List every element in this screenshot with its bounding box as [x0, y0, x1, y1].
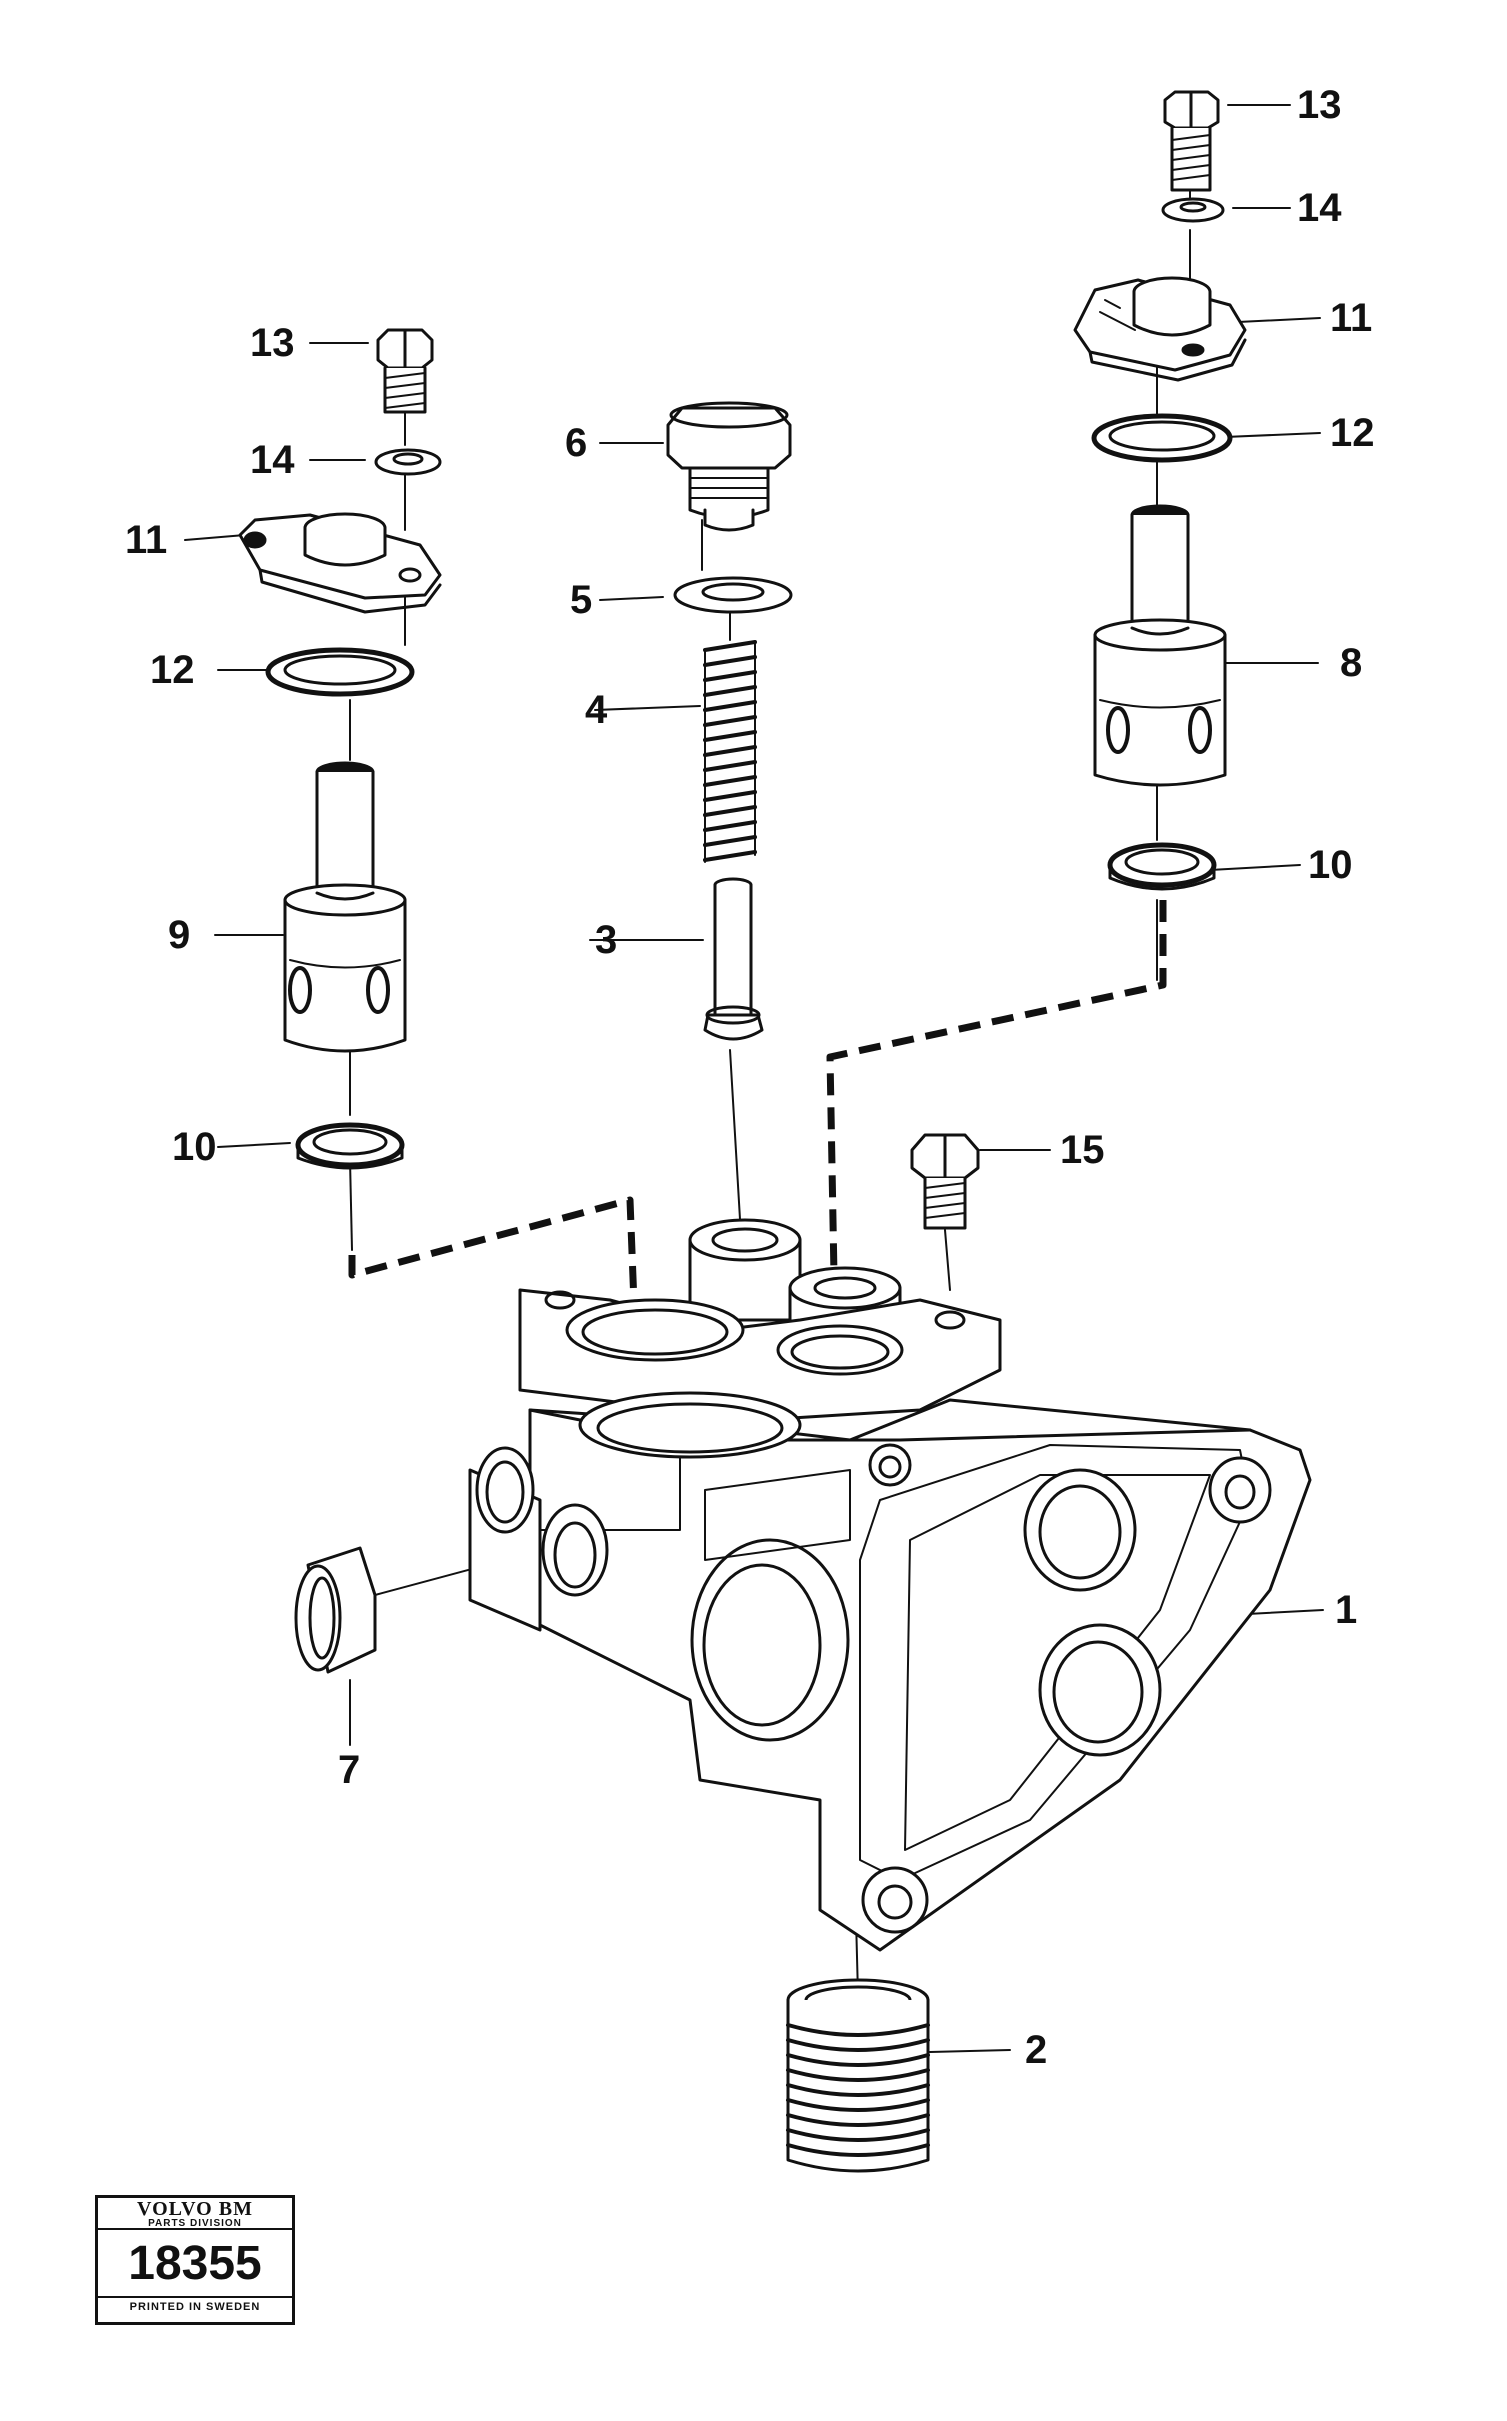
callout-15: 15 [1060, 1128, 1105, 1172]
callout-13-right: 13 [1297, 83, 1342, 127]
part-6-plug [666, 401, 792, 532]
callout-7: 7 [338, 1748, 361, 1792]
callout-11-right: 11 [1330, 296, 1373, 340]
callout-12-right: 12 [1330, 411, 1375, 455]
callout-4: 4 [585, 688, 608, 732]
part-10-ring-left [295, 1122, 405, 1170]
callout-3: 3 [595, 918, 618, 962]
callout-2: 2 [1025, 2028, 1048, 2072]
part-5-washer [673, 576, 793, 614]
dashed-axis-lines [348, 900, 1167, 1331]
callout-14-right: 14 [1297, 186, 1342, 230]
stamp-division: PARTS DIVISION [148, 2218, 242, 2229]
callout-11-left: 11 [125, 518, 168, 562]
callout-12-left: 12 [150, 648, 195, 692]
callout-10-right: 10 [1308, 843, 1353, 887]
part-15-bolt [910, 1133, 980, 1230]
part-7-plug [294, 1546, 377, 1674]
stamp-brand: VOLVO BM [98, 2198, 292, 2230]
part-9-plunger-left [283, 761, 407, 1053]
part-12-seal-left [265, 647, 415, 697]
part-14-washer-left [374, 448, 442, 476]
callout-9: 9 [168, 913, 191, 957]
part-13-bolt-right [1163, 90, 1220, 192]
part-3-pin [703, 877, 764, 1041]
part-11-cover-right [1073, 276, 1247, 382]
callout-13-left: 13 [250, 321, 295, 365]
part-8-plunger-right [1093, 504, 1227, 787]
stamp-drawing-number: 18355 [98, 2232, 292, 2298]
callout-6: 6 [565, 421, 588, 465]
leader-lines [184, 104, 1324, 2053]
part-13-bolt-left [376, 328, 434, 414]
part-10-ring-right [1107, 842, 1217, 891]
callout-1: 1 [1335, 1588, 1358, 1632]
callout-10-left: 10 [172, 1125, 217, 1169]
callout-8: 8 [1340, 641, 1363, 685]
callout-5: 5 [570, 578, 593, 622]
part-2-threaded-insert [786, 1978, 930, 2173]
part-12-seal-right [1091, 413, 1233, 463]
part-1-housing [468, 1218, 1312, 1952]
part-14-washer-right [1161, 197, 1225, 223]
part-4-spring [703, 640, 757, 863]
part-11-cover-left [238, 512, 442, 614]
volvo-bm-stamp: VOLVO BM PARTS DIVISION 18355 PRINTED IN… [95, 2195, 295, 2325]
callout-14-left: 14 [250, 438, 295, 482]
stamp-printed-in: PRINTED IN SWEDEN [129, 2301, 261, 2313]
